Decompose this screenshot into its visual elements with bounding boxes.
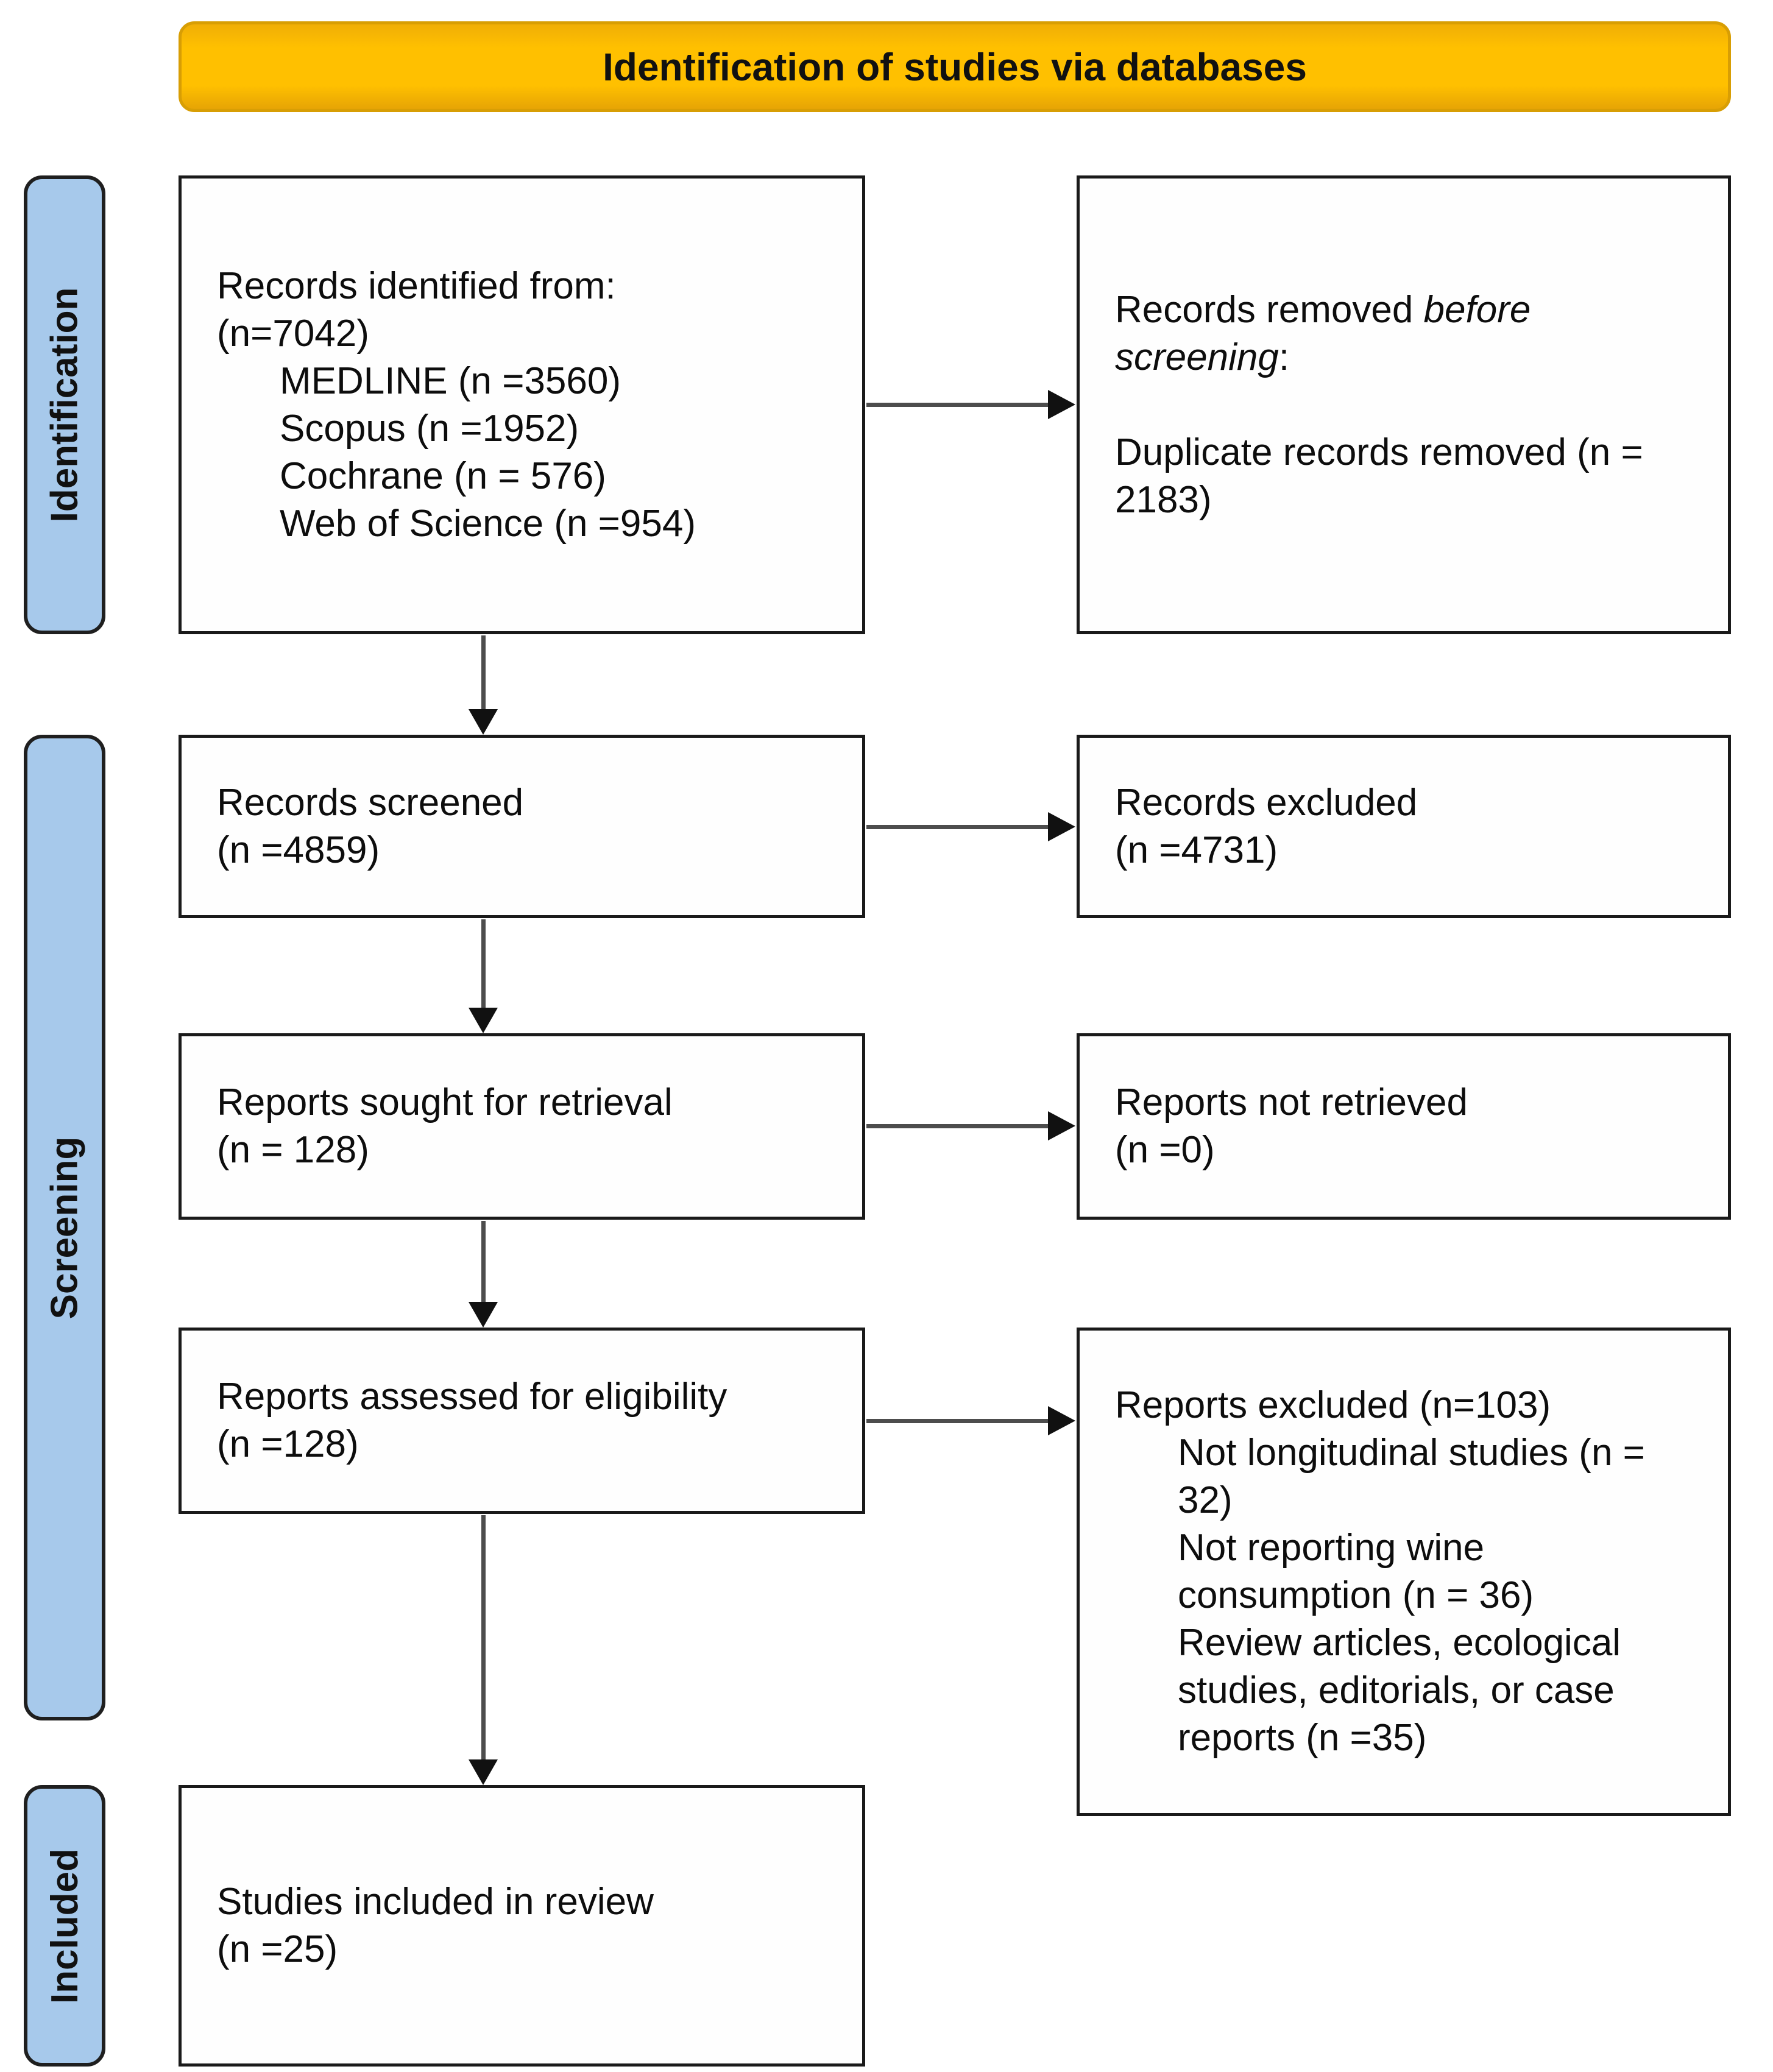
blank-line [1115, 381, 1693, 429]
text-segment: : [1278, 336, 1290, 378]
arrow-sought-to-assessed [469, 1221, 498, 1328]
text-line: Not longitudinal studies (n = [1178, 1432, 1645, 1474]
arrow-head-right-icon [1048, 1111, 1075, 1140]
text-line: Duplicate records removed (n = [1115, 431, 1643, 473]
arrow-assessed-to-included [469, 1515, 498, 1785]
arrow-head-down-icon [469, 1759, 498, 1785]
text-line: (n =25) [217, 1928, 338, 1970]
database-item: Scopus (n =1952) [280, 407, 579, 450]
arrow-head-down-icon [469, 709, 498, 735]
stage-screening-label: Screening [43, 1136, 86, 1319]
stage-identification-label: Identification [43, 287, 86, 523]
text-line: reports (n =35) [1178, 1717, 1427, 1759]
text-line: (n = 128) [217, 1129, 369, 1171]
text-segment-italic: screening [1115, 336, 1279, 378]
database-item: MEDLINE (n =3560) [280, 359, 621, 402]
arrow-head-down-icon [469, 1008, 498, 1033]
database-item: Web of Science (n =954) [280, 502, 696, 545]
box-records-excluded: Records excluded (n =4731) [1077, 735, 1731, 918]
text-line: Reports sought for retrieval [217, 1081, 673, 1123]
stage-screening: Screening [24, 735, 105, 1720]
box-records-screened: Records screened (n =4859) [179, 735, 865, 918]
arrow-shaft [481, 635, 486, 713]
header-title: Identification of studies via databases [603, 44, 1307, 89]
exclusion-item: Not longitudinal studies (n = 32) [1178, 1429, 1693, 1524]
box-reports-sought: Reports sought for retrieval (n = 128) [179, 1033, 865, 1220]
arrow-identified-to-removed [866, 390, 1075, 419]
arrow-assessed-to-reports-excluded [866, 1406, 1075, 1435]
stage-identification: Identification [24, 175, 105, 634]
box-records-removed: Records removed before screening: Duplic… [1077, 175, 1731, 634]
text-line: 2183) [1115, 478, 1212, 521]
text-line: 32) [1178, 1479, 1233, 1521]
arrow-shaft [866, 825, 1053, 829]
text-line: Records excluded [1115, 781, 1418, 824]
arrow-sought-to-not-retrieved [866, 1111, 1075, 1140]
box-records-identified: Records identified from: (n=7042) MEDLIN… [179, 175, 865, 634]
text-line: Not reporting wine [1178, 1527, 1485, 1569]
arrow-shaft [866, 1419, 1053, 1423]
text-line: studies, editorials, or case [1178, 1669, 1615, 1711]
text-line: (n =4731) [1115, 829, 1278, 871]
box-reports-excluded: Reports excluded (n=103) Not longitudina… [1077, 1328, 1731, 1816]
text-segment: Records removed [1115, 288, 1424, 331]
database-item: Cochrane (n = 576) [280, 454, 606, 497]
text-line: consumption (n = 36) [1178, 1574, 1534, 1616]
text-segment-italic: before [1423, 288, 1531, 331]
text-line: Review articles, ecological [1178, 1622, 1621, 1664]
text-line: screening: [1115, 334, 1693, 381]
header-banner: Identification of studies via databases [179, 21, 1731, 112]
arrow-screened-to-sought [469, 919, 498, 1033]
arrow-head-right-icon [1048, 812, 1075, 841]
arrow-shaft [866, 1124, 1053, 1128]
text-line: Records screened [217, 781, 524, 824]
arrow-identified-to-screened [469, 635, 498, 735]
text-line: (n =0) [1115, 1129, 1215, 1171]
text-line: (n =128) [217, 1423, 359, 1465]
arrow-head-right-icon [1048, 390, 1075, 419]
arrow-shaft [866, 403, 1053, 407]
exclusion-item: Not reporting wine consumption (n = 36) [1178, 1524, 1693, 1619]
arrow-shaft [481, 1221, 486, 1306]
text-line: Records identified from: [217, 264, 616, 307]
text-line: Records removed before [1115, 286, 1693, 334]
stage-included: Included [24, 1785, 105, 2067]
arrow-shaft [481, 1515, 486, 1763]
text-line: (n=7042) [217, 312, 369, 355]
arrow-head-down-icon [469, 1302, 498, 1328]
text-line: Reports excluded (n=103) [1115, 1384, 1551, 1426]
exclusion-item: Review articles, ecological studies, edi… [1178, 1619, 1693, 1762]
arrow-screened-to-excluded [866, 812, 1075, 841]
arrow-shaft [481, 919, 486, 1011]
box-studies-included: Studies included in review (n =25) [179, 1785, 865, 2067]
text-line: (n =4859) [217, 829, 380, 871]
stage-included-label: Included [43, 1848, 86, 2004]
text-line: Studies included in review [217, 1881, 654, 1923]
box-reports-not-retrieved: Reports not retrieved (n =0) [1077, 1033, 1731, 1220]
arrow-head-right-icon [1048, 1406, 1075, 1435]
box-reports-assessed: Reports assessed for eligibility (n =128… [179, 1328, 865, 1514]
text-line: Reports assessed for eligibility [217, 1376, 727, 1418]
text-line: Reports not retrieved [1115, 1081, 1468, 1123]
